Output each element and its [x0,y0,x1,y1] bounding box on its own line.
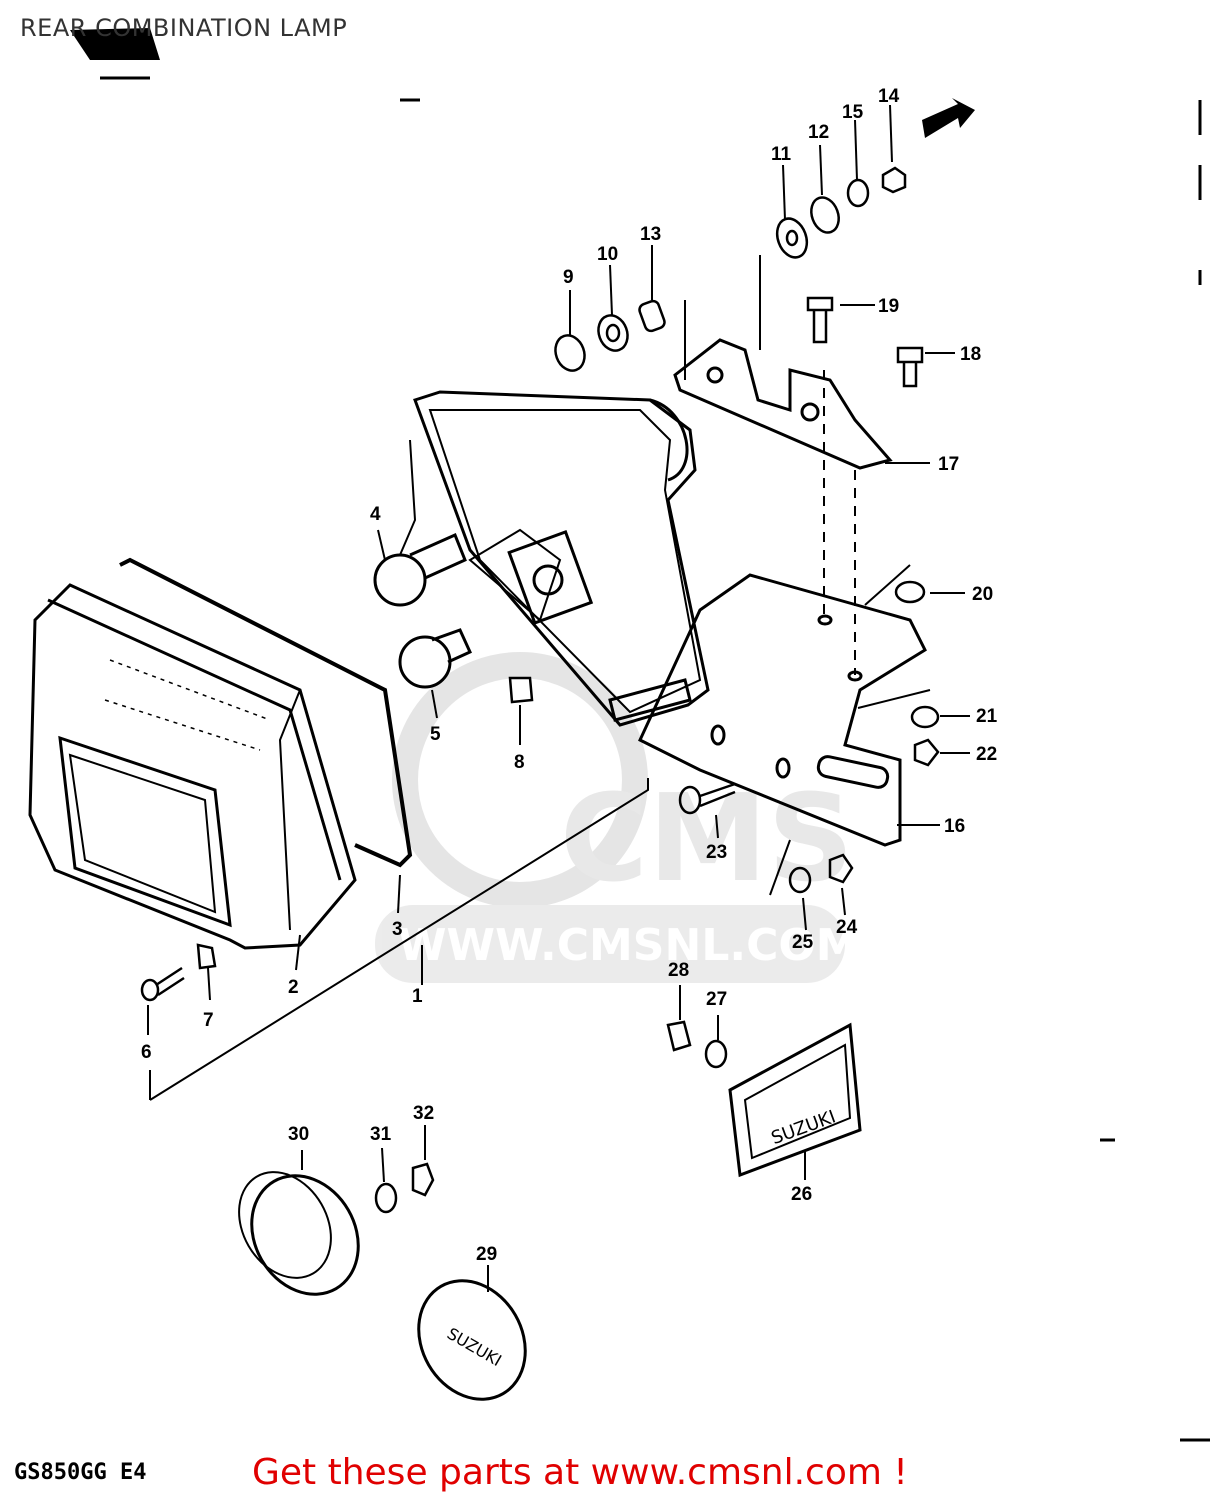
part-label-26: 26 [791,1184,812,1205]
part-label-14: 14 [878,86,900,107]
part-label-3: 3 [392,919,403,940]
part-labels: 1 2 3 4 5 6 7 8 9 10 13 11 12 15 14 19 1… [141,86,998,1265]
part-label-5: 5 [430,724,441,745]
hardware [140,166,940,1214]
part-label-29: 29 [476,1244,497,1265]
part-label-23: 23 [706,842,727,863]
part-label-15: 15 [842,102,864,123]
part-label-31: 31 [370,1124,392,1145]
part-label-21: 21 [976,706,998,727]
part-label-20: 20 [972,584,993,605]
part-label-9: 9 [563,267,574,288]
page-title: REAR COMBINATION LAMP [20,14,348,42]
lamp-gasket [119,557,413,868]
part-label-11: 13 [640,224,661,245]
part-label-22: 22 [976,744,997,765]
cms-watermark: CMS WWW.CMSNL.COM [375,652,860,983]
part-label-7: 7 [203,1010,214,1031]
leader-lines [147,104,970,1292]
part-label-16: 16 [944,816,965,837]
lamp-lens [28,583,357,950]
bracket-17 [673,338,893,470]
part-label-1: 1 [412,986,423,1007]
part-label-19: 19 [878,296,899,317]
part-label-8: 8 [514,752,525,773]
part-label-2: 2 [288,977,299,998]
part-label-30: 30 [288,1124,309,1145]
lamp-housing [413,390,710,727]
bulb-4 [373,532,467,607]
model-code: GS850GG E4 [14,1460,147,1485]
svg-text:SUZUKI: SUZUKI [444,1324,505,1370]
part-label-4: 4 [370,504,381,525]
part-label-11b: 11 [771,144,792,165]
part-label-27: 27 [706,989,727,1010]
reflector-29: SUZUKI [417,1279,527,1401]
scan-mark [70,28,160,60]
front-arrow-icon [922,98,975,138]
part-label-18: 18 [960,344,981,365]
part-label-25: 25 [792,932,814,953]
part-label-24: 24 [836,917,858,938]
part-label-10: 10 [597,244,618,265]
reflector-26: SUZUKI [728,1022,862,1178]
watermark-url: WWW.CMSNL.COM [398,920,860,971]
wire [399,439,417,556]
part-label-17: 17 [938,454,959,475]
reflector-30 [238,1171,360,1296]
promo-link[interactable]: Get these parts at www.cmsnl.com ! [252,1452,908,1493]
watermark-brand: CMS [560,770,854,909]
part-label-12: 12 [808,122,829,143]
bulb-5 [398,628,472,689]
part-label-6: 6 [141,1042,152,1063]
part-label-32: 32 [413,1103,434,1124]
part-label-28: 28 [668,960,689,981]
